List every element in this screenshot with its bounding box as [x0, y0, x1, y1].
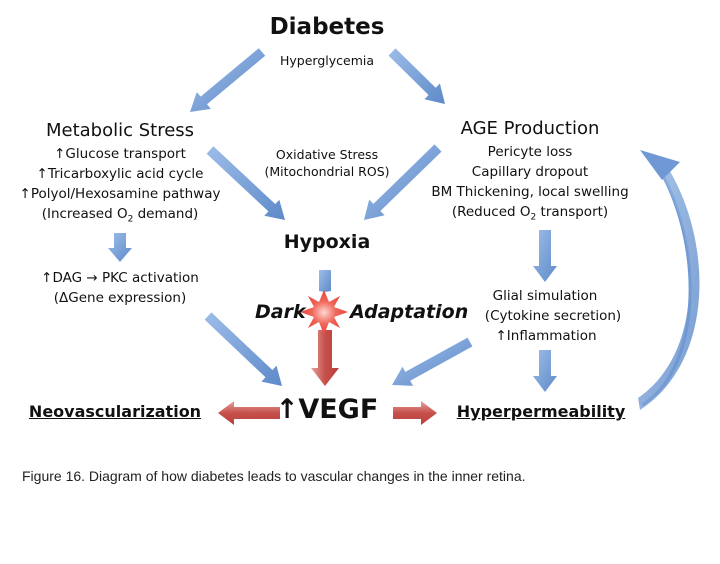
arrow-metabolic-to-hypoxia: [206, 146, 285, 220]
metabolic-line-3: ↑Polyol/Hexosamine pathway: [19, 186, 221, 202]
neovascularization-label: Neovascularization: [28, 402, 202, 421]
metabolic-stress-heading: Metabolic Stress: [45, 120, 195, 141]
starburst-icon: [300, 290, 348, 335]
dark-label: Dark: [255, 301, 306, 323]
glial-line-1: Glial simulation: [492, 288, 598, 304]
arrow-age-to-glial: [533, 230, 557, 282]
glial-line-3: ↑Inflammation: [495, 328, 597, 344]
arrow-age-to-hypoxia: [364, 144, 442, 220]
age-line-3: BM Thickening, local swelling: [431, 184, 629, 200]
arrow-hypoxia-stem: [319, 270, 331, 292]
arrow-vegf-to-hyperpermeability: [393, 401, 437, 425]
feedback-arrow-head: [640, 150, 680, 180]
hyperpermeability-label: Hyperpermeability: [456, 402, 626, 421]
hypoxia-label: Hypoxia: [283, 231, 371, 253]
age-line-2: Capillary dropout: [471, 164, 589, 180]
title-diabetes: Diabetes: [269, 14, 385, 40]
metabolic-line-1: ↑Glucose transport: [54, 146, 186, 162]
metabolic-o2-demand: (Increased O2 demand): [41, 206, 199, 225]
vegf-label: ↑VEGF: [275, 394, 379, 425]
arrow-metabolic-to-dag: [108, 233, 132, 262]
arrow-vegf-to-neovascularization: [218, 401, 280, 425]
oxidative-stress-line-2: (Mitochondrial ROS): [264, 164, 390, 179]
arrow-glial-to-hyperpermeability: [533, 350, 557, 392]
age-o2-transport: (Reduced O2 transport): [451, 204, 609, 223]
age-production-heading: AGE Production: [460, 118, 600, 139]
dag-line-2: (ΔGene expression): [53, 290, 187, 306]
metabolic-line-2: ↑Tricarboxylic acid cycle: [36, 166, 204, 182]
arrow-hypoxia-to-vegf: [311, 330, 339, 386]
figure-caption: Figure 16. Diagram of how diabetes leads…: [22, 468, 526, 484]
arrow-diabetes-to-age: [388, 48, 445, 104]
adaptation-label: Adaptation: [350, 301, 469, 323]
dag-line-1: ↑DAG → PKC activation: [41, 270, 199, 286]
arrow-dag-to-vegf: [204, 312, 282, 386]
arrow-diabetes-to-metabolic: [190, 48, 266, 112]
age-line-1: Pericyte loss: [487, 144, 573, 160]
glial-line-2: (Cytokine secretion): [484, 308, 622, 324]
feedback-curved-arrow-body: [638, 168, 700, 410]
subtitle-hyperglycemia: Hyperglycemia: [279, 53, 375, 68]
oxidative-stress-line-1: Oxidative Stress: [275, 147, 379, 162]
arrow-glial-to-vegf: [392, 337, 473, 386]
